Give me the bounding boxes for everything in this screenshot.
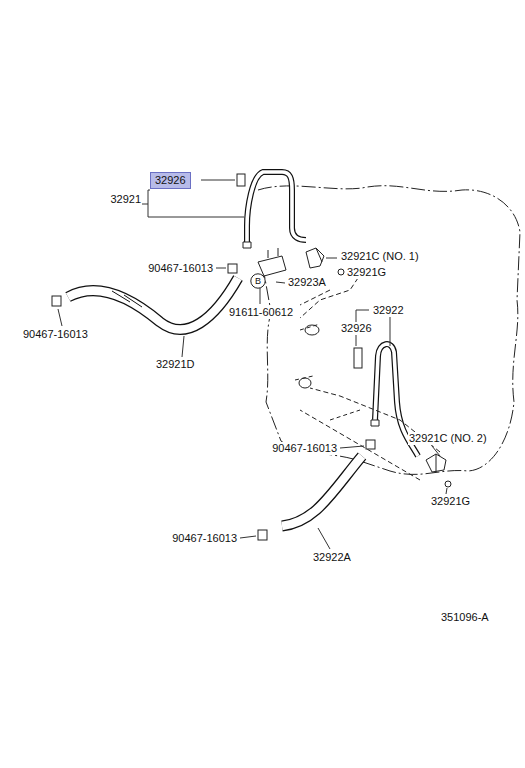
part-number: 32921G (346, 266, 387, 279)
part-number: 32921D (155, 358, 196, 371)
tube-end (243, 242, 251, 248)
part-number: 32926 (155, 174, 186, 187)
highlighted-part-number: 32926 (150, 172, 191, 189)
reference-circle: B (250, 273, 266, 289)
part-number: 91611-60612 (228, 306, 294, 319)
union-fitting (306, 248, 324, 268)
gasket (338, 269, 344, 275)
part-number: 32921 (109, 193, 142, 206)
oil-cooler-tube (247, 172, 306, 242)
gasket (445, 481, 451, 487)
part-number: 32923A (287, 276, 327, 289)
part-number: 32921C (NO. 1) (340, 250, 420, 263)
oil-cooler-hose (282, 456, 362, 526)
reference-letter: B (255, 276, 261, 286)
part-number: 32921C (NO. 2) (408, 432, 488, 445)
part-number: 32922 (372, 304, 405, 317)
transmission-outline (258, 186, 520, 475)
part-number: 90467-16013 (171, 532, 238, 545)
hose-clip (258, 530, 267, 540)
leader-lines (58, 180, 447, 549)
hose-clip (52, 296, 61, 306)
tube-bracket (258, 248, 286, 276)
case-boss (299, 378, 311, 388)
oil-cooler-hose (68, 278, 238, 329)
part-number: 90467-16013 (147, 262, 214, 275)
tube-end (371, 420, 379, 426)
part-number: 32926 (340, 322, 373, 335)
part-number: 90467-16013 (22, 328, 89, 341)
part-number: 32922A (312, 551, 352, 564)
hose-clip (228, 264, 237, 273)
case-boss (305, 325, 319, 335)
hose-clip (366, 440, 375, 449)
union-fitting (426, 454, 446, 472)
figure-number: 351096-A (440, 611, 490, 624)
tube-sleeve (354, 348, 362, 368)
part-number: 90467-16013 (271, 442, 338, 455)
part-number: 32921G (430, 495, 471, 508)
hose-clip (237, 174, 245, 186)
case-detail (295, 324, 360, 420)
